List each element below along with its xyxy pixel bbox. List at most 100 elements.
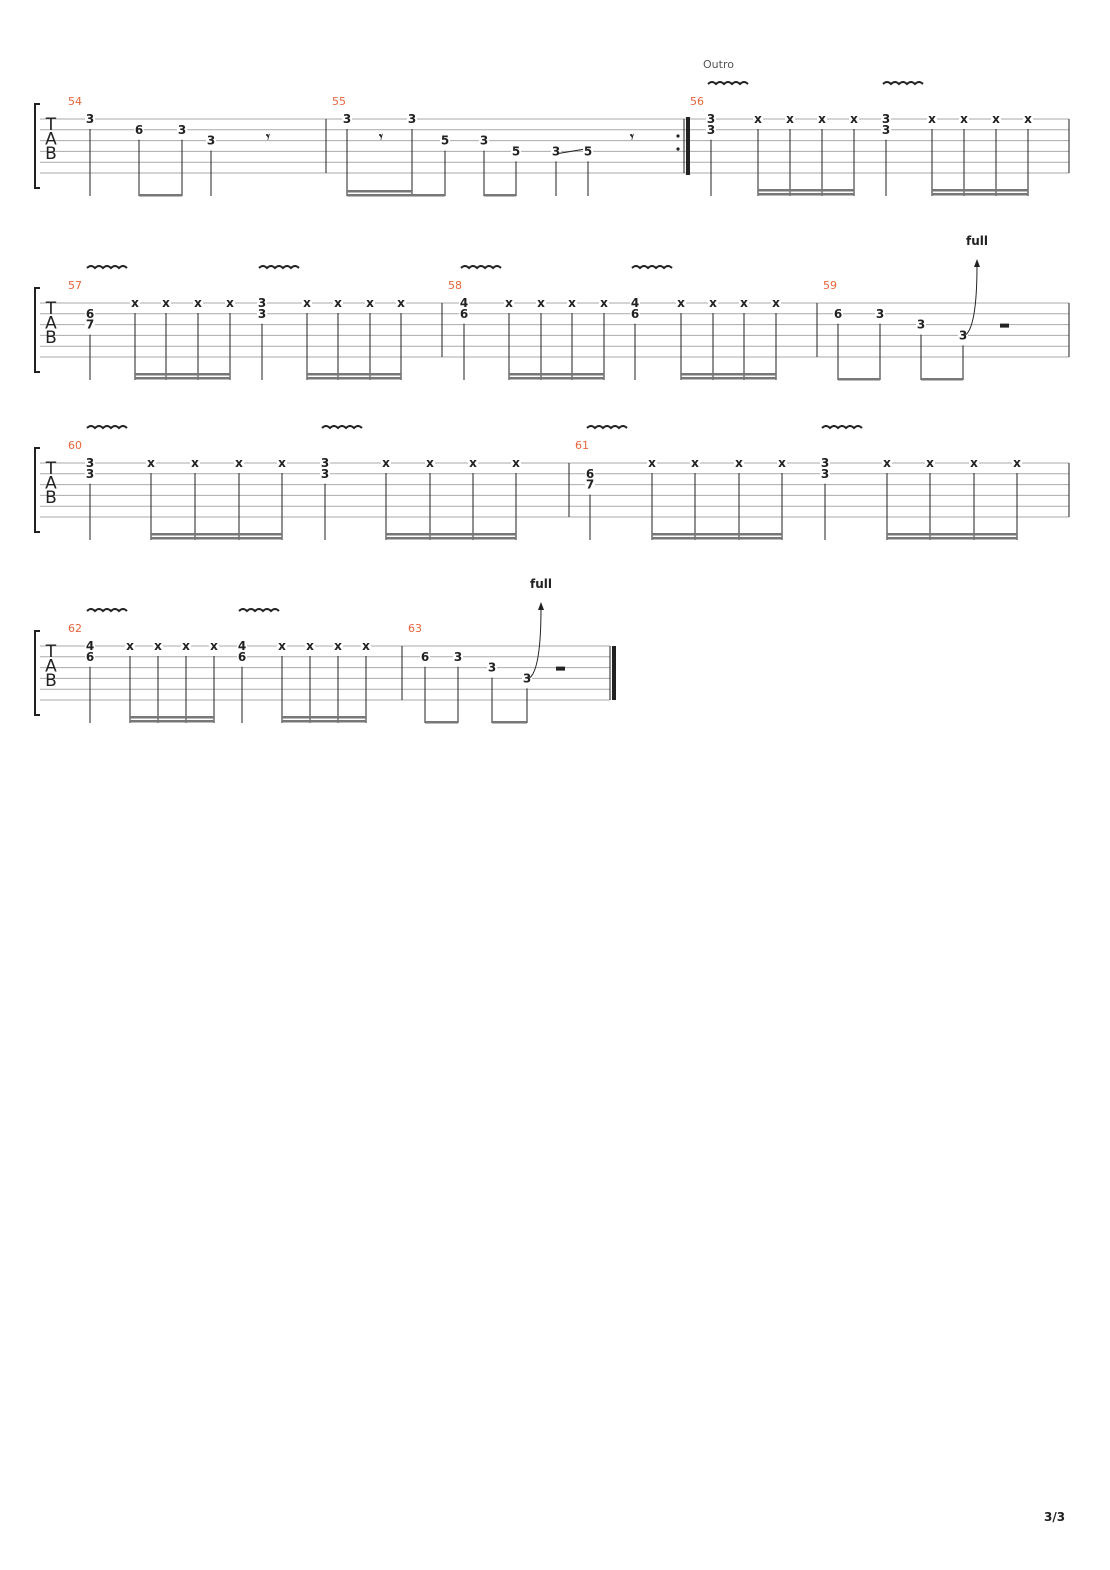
beam <box>425 721 458 724</box>
fret-number: 3 <box>488 661 496 675</box>
beam <box>932 193 1028 196</box>
fret-number: 3 <box>959 328 967 342</box>
beam <box>347 190 412 193</box>
dead-note: x <box>278 639 286 653</box>
beam <box>139 194 182 197</box>
dead-note: x <box>505 296 513 310</box>
tab-clef-letter: T <box>45 459 57 479</box>
dead-note: x <box>778 456 786 470</box>
eighth-rest: 𝄾 <box>266 127 271 148</box>
bend-arrowhead <box>974 259 980 267</box>
beam <box>652 537 782 540</box>
dead-note: x <box>278 456 286 470</box>
dead-note: x <box>126 639 134 653</box>
beam <box>681 373 776 376</box>
beam <box>921 378 963 381</box>
tab-clef-letter: T <box>45 299 57 319</box>
vibrato-mark <box>86 608 128 613</box>
dead-note: x <box>154 639 162 653</box>
dead-note: x <box>1013 456 1021 470</box>
beam <box>307 377 401 380</box>
dead-note: x <box>818 112 826 126</box>
tab-clef-letter: B <box>45 328 57 348</box>
repeat-dot <box>676 147 680 151</box>
dead-note: x <box>786 112 794 126</box>
dead-note: x <box>210 639 218 653</box>
vibrato-mark <box>631 265 673 270</box>
bend-arrowhead <box>538 602 544 610</box>
bend-label: full <box>530 577 552 591</box>
vibrato-mark <box>882 81 924 86</box>
bend-label: full <box>966 234 988 248</box>
dead-note: x <box>426 456 434 470</box>
dead-note: x <box>334 296 342 310</box>
tab-clef-letter: B <box>45 671 57 691</box>
bend-arrow <box>964 264 978 336</box>
dead-note: x <box>992 112 1000 126</box>
page-number: 3/3 <box>1044 1510 1066 1524</box>
dead-note: x <box>226 296 234 310</box>
fret-number: 3 <box>454 650 462 664</box>
beam <box>135 373 230 376</box>
dead-note: x <box>362 639 370 653</box>
fret-number: 3 <box>321 467 329 481</box>
eighth-rest: • <box>379 134 383 141</box>
measure-number: 62 <box>68 622 82 635</box>
beam <box>887 537 1017 540</box>
fret-number: 5 <box>441 134 449 148</box>
beam <box>282 720 366 723</box>
fret-number: 3 <box>343 112 351 126</box>
repeat-barline <box>686 117 690 175</box>
fret-number: 3 <box>707 112 715 126</box>
vibrato-mark <box>86 265 128 270</box>
tab-clef-letter: T <box>45 642 57 662</box>
eighth-rest: • <box>266 134 270 141</box>
dead-note: x <box>735 456 743 470</box>
dead-note: x <box>182 639 190 653</box>
half-rest <box>1000 323 1009 328</box>
dead-note: x <box>772 296 780 310</box>
fret-number: 4 <box>631 296 639 310</box>
tab-clef-letter: B <box>45 488 57 508</box>
dead-note: x <box>568 296 576 310</box>
fret-number: 3 <box>876 307 884 321</box>
fret-number: 3 <box>882 123 890 137</box>
fret-number: 3 <box>480 134 488 148</box>
measure-number: 57 <box>68 279 82 292</box>
tab-system <box>34 602 616 724</box>
fret-number: 6 <box>460 307 468 321</box>
dead-note: x <box>677 296 685 310</box>
fret-number: 3 <box>207 134 215 148</box>
tab-clef-letter: T <box>45 115 57 135</box>
beam <box>151 533 282 536</box>
beam <box>135 377 230 380</box>
dead-note: x <box>306 639 314 653</box>
fret-number: 6 <box>86 307 94 321</box>
dead-note: x <box>600 296 608 310</box>
dead-note: x <box>926 456 934 470</box>
beam <box>652 533 782 536</box>
beam <box>509 373 604 376</box>
fret-number: 3 <box>258 296 266 310</box>
fret-number: 3 <box>178 123 186 137</box>
beam <box>509 377 604 380</box>
beam <box>130 720 214 723</box>
fret-number: 3 <box>86 467 94 481</box>
vibrato-mark <box>238 608 280 613</box>
dead-note: x <box>147 456 155 470</box>
fret-number: 3 <box>821 456 829 470</box>
measure-number: 58 <box>448 279 462 292</box>
dead-note: x <box>162 296 170 310</box>
dead-note: x <box>366 296 374 310</box>
beam <box>681 377 776 380</box>
dead-note: x <box>970 456 978 470</box>
tab-clef-letter: A <box>45 474 57 494</box>
dead-note: x <box>960 112 968 126</box>
fret-number: 3 <box>882 112 890 126</box>
dead-note: x <box>883 456 891 470</box>
dead-note: x <box>740 296 748 310</box>
beam <box>130 716 214 719</box>
fret-number: 7 <box>86 318 94 332</box>
fret-number: 4 <box>238 639 246 653</box>
beam <box>838 378 880 381</box>
